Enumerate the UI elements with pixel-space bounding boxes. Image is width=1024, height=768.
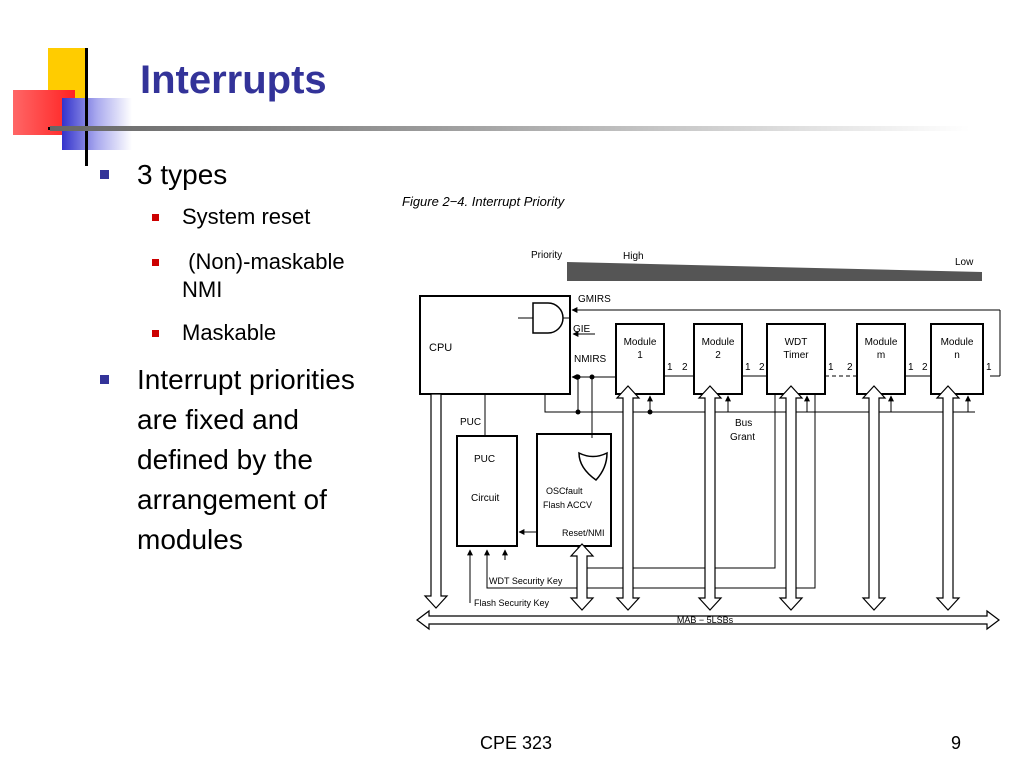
bullet-text: Maskable <box>182 320 277 345</box>
nmi-block-label: OSCfault <box>546 486 583 496</box>
svg-text:WDT: WDT <box>785 337 808 348</box>
svg-text:Module: Module <box>624 337 657 348</box>
module-wdt-timer: WDT Timer <box>766 323 826 395</box>
or-gate-icon <box>578 451 608 481</box>
port-label: 2 <box>682 362 688 373</box>
priority-label: Priority <box>531 250 562 261</box>
bullet-text: Interrupt priorities are fixed and defin… <box>137 364 355 555</box>
bus-grant-arrows <box>647 395 971 412</box>
port-label: 2 <box>847 362 853 373</box>
figure-caption: Figure 2−4. Interrupt Priority <box>402 194 566 209</box>
priority-high-label: High <box>623 251 644 262</box>
module-1: Module 1 <box>615 323 665 395</box>
nmi-block-label: Flash ACCV <box>543 500 592 510</box>
gie-label: GIE <box>573 324 591 335</box>
svg-text:Module: Module <box>702 337 735 348</box>
svg-text:1: 1 <box>637 350 643 361</box>
and-gate-icon <box>532 302 564 334</box>
nmi-block <box>536 433 612 547</box>
svg-text:n: n <box>954 350 960 361</box>
svg-text:m: m <box>877 350 885 361</box>
interrupt-priority-diagram: Figure 2−4. Interrupt Priority Priority … <box>402 194 1001 631</box>
nmi-block-label: Reset/NMI <box>562 528 605 538</box>
gmirs-label: GMIRS <box>578 294 611 305</box>
title-rule <box>50 126 970 131</box>
puc-circuit-label: PUC <box>474 454 495 465</box>
port-label: 1 <box>908 362 914 373</box>
nmirs-label: NMIRS <box>574 354 607 365</box>
module-m: Module m <box>856 323 906 395</box>
flash-key-label: Flash Security Key <box>474 598 550 608</box>
bullet-square-icon <box>152 214 159 221</box>
footer-course: CPE 323 <box>480 733 553 753</box>
junction-dots <box>575 374 653 415</box>
puc-circuit-label: Circuit <box>471 493 500 504</box>
mab-bus <box>416 609 1000 631</box>
priority-wedge <box>567 262 982 281</box>
puc-circuit-block <box>456 435 518 547</box>
svg-text:Module: Module <box>941 337 974 348</box>
bullet-square-icon <box>100 375 109 384</box>
bullet-text: 3 types <box>137 159 228 190</box>
port-label: 1 <box>828 362 834 373</box>
puc-signal-label: PUC <box>460 417 481 428</box>
port-label: 1 <box>745 362 751 373</box>
module-n: Module n <box>930 323 984 395</box>
deco-blue-square <box>62 98 132 150</box>
mab-label: MAB − 5LSBs <box>677 615 734 625</box>
port-label: 2 <box>922 362 928 373</box>
svg-text:Timer: Timer <box>783 350 809 361</box>
puc-distribution-line <box>544 394 975 413</box>
bus-connectors <box>423 385 961 611</box>
priority-low-label: Low <box>955 257 974 268</box>
bullet-square-icon <box>152 330 159 337</box>
deco-vertical-line <box>85 48 88 166</box>
svg-text:Module: Module <box>865 337 898 348</box>
port-label: 2 <box>759 362 765 373</box>
bus-grant-label: Bus <box>735 418 752 429</box>
bullet-text: (Non)-maskable NMI <box>182 249 351 302</box>
bus-grant-label: Grant <box>730 432 755 443</box>
footer-page-number: 9 <box>951 733 962 753</box>
svg-text:2: 2 <box>715 350 721 361</box>
page-title: Interrupts <box>140 58 327 102</box>
port-label: 1 <box>667 362 673 373</box>
port-label: 1 <box>986 362 992 373</box>
cpu-block <box>419 295 571 395</box>
bullet-text: System reset <box>182 204 311 229</box>
module-2: Module 2 <box>693 323 743 395</box>
wdt-key-line <box>484 394 816 589</box>
bullet-square-icon <box>152 259 159 266</box>
cpu-label: CPU <box>429 342 452 354</box>
wdt-key-label: WDT Security Key <box>489 576 563 586</box>
bullet-square-icon <box>100 170 109 179</box>
